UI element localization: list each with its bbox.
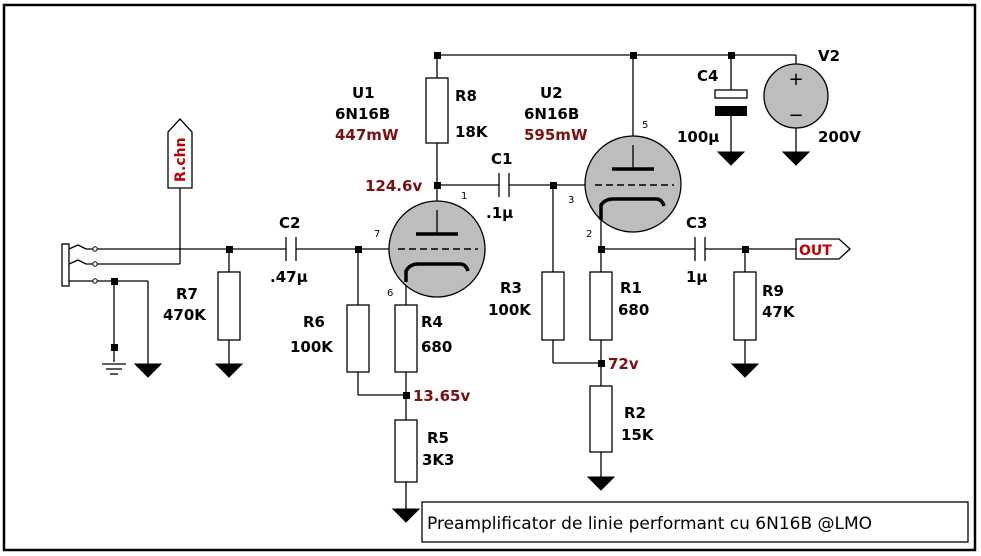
v2-ref: V2 bbox=[818, 47, 840, 65]
r9-value: 47K bbox=[762, 303, 796, 321]
r3-value: 100K bbox=[488, 301, 532, 319]
resistor-r9 bbox=[733, 271, 757, 341]
c1-ref: C1 bbox=[491, 150, 512, 168]
resistor-r8 bbox=[425, 77, 449, 144]
capacitor-c1 bbox=[498, 173, 510, 197]
r8-ref: R8 bbox=[455, 87, 477, 105]
v2-value: 200V bbox=[818, 128, 861, 146]
u1-pin-cathode: 6 bbox=[387, 288, 393, 299]
resistor-r7 bbox=[217, 271, 241, 341]
u1-ref: U1 bbox=[352, 84, 375, 102]
c3-value: 1µ bbox=[686, 268, 707, 286]
cathode2-voltage: 72v bbox=[608, 355, 639, 373]
r2-ref: R2 bbox=[624, 404, 646, 422]
u1-pin-plate: 1 bbox=[461, 191, 467, 202]
voltage-source-v2: + − bbox=[763, 63, 829, 129]
title-box: Preamplificator de linie performant cu 6… bbox=[421, 501, 969, 543]
v2-minus: − bbox=[788, 105, 803, 126]
capacitor-c4 bbox=[714, 89, 748, 116]
input-tag: R.chn bbox=[167, 118, 193, 189]
plate1-voltage: 124.6v bbox=[365, 177, 422, 195]
r2-value: 15K bbox=[621, 426, 655, 444]
c4-value: 100µ bbox=[677, 128, 719, 146]
c2-value: .47µ bbox=[270, 268, 308, 286]
c3-ref: C3 bbox=[686, 214, 707, 232]
frame-border bbox=[2, 3, 977, 552]
r9-ref: R9 bbox=[762, 282, 784, 300]
u2-ref: U2 bbox=[540, 84, 563, 102]
resistor-r3 bbox=[541, 271, 565, 341]
r5-value: 3K3 bbox=[422, 451, 455, 469]
schematic-title: Preamplificator de linie performant cu 6… bbox=[427, 514, 872, 534]
resistor-r5 bbox=[394, 419, 418, 483]
resistor-r2 bbox=[589, 385, 613, 453]
v2-plus: + bbox=[788, 69, 803, 90]
c1-value: .1µ bbox=[486, 204, 513, 222]
u2-pin-plate: 5 bbox=[642, 120, 648, 131]
c2-ref: C2 bbox=[279, 214, 300, 232]
junction-dots bbox=[111, 52, 749, 399]
tube-u1 bbox=[388, 200, 486, 298]
u1-type: 6N16B bbox=[335, 105, 390, 123]
r7-ref: R7 bbox=[176, 285, 198, 303]
earth-ground-icon bbox=[102, 363, 126, 375]
r7-value: 470K bbox=[163, 306, 207, 324]
r8-value: 18K bbox=[455, 123, 489, 141]
r4-ref: R4 bbox=[421, 313, 443, 331]
r1-ref: R1 bbox=[620, 279, 642, 297]
capacitor-c3 bbox=[694, 237, 706, 261]
u2-pin-grid: 3 bbox=[568, 195, 574, 206]
u1-power: 447mW bbox=[335, 126, 399, 144]
u2-power: 595mW bbox=[524, 126, 588, 144]
cathode1-voltage: 13.65v bbox=[413, 387, 470, 405]
u1-pin-grid: 7 bbox=[374, 229, 380, 240]
output-tag: OUT bbox=[795, 238, 851, 260]
input-jack-icon bbox=[61, 243, 98, 287]
ground-icons bbox=[133, 151, 811, 523]
r6-value: 100K bbox=[290, 338, 334, 356]
r1-value: 680 bbox=[618, 301, 649, 319]
r5-ref: R5 bbox=[427, 429, 449, 447]
u2-type: 6N16B bbox=[524, 105, 579, 123]
resistor-r1 bbox=[589, 271, 613, 341]
resistor-r4 bbox=[394, 304, 418, 373]
r4-value: 680 bbox=[421, 338, 452, 356]
output-tag-label: OUT bbox=[799, 243, 832, 259]
r6-ref: R6 bbox=[303, 313, 325, 331]
resistor-r6 bbox=[346, 304, 370, 373]
input-tag-label: R.chn bbox=[173, 137, 189, 182]
capacitor-c2 bbox=[285, 237, 297, 261]
tube-u2 bbox=[584, 135, 682, 233]
u2-pin-cathode: 2 bbox=[586, 229, 592, 240]
c4-ref: C4 bbox=[697, 67, 718, 85]
r3-ref: R3 bbox=[500, 279, 522, 297]
